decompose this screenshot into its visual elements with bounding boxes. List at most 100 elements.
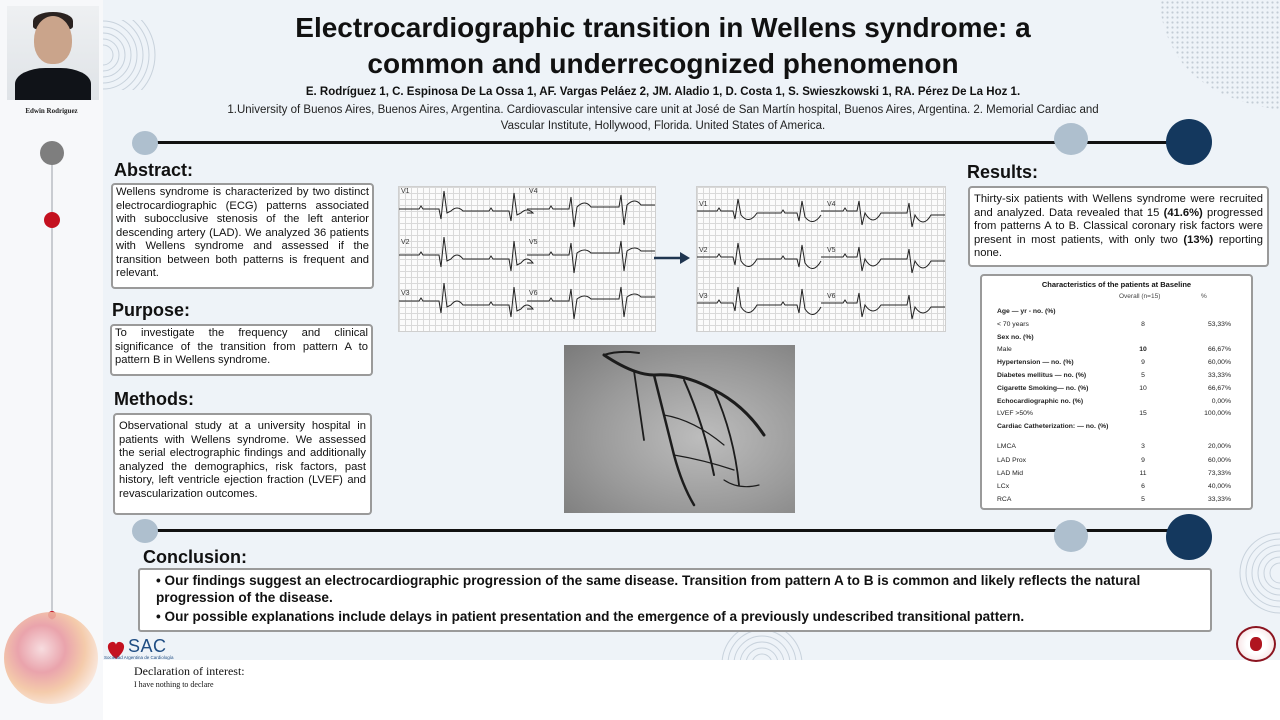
top-divider <box>150 141 1190 144</box>
purpose-box: To investigate the frequency and clinica… <box>110 324 373 376</box>
results-text-2: progressed from patterns A to B. Classic… <box>974 206 1263 246</box>
table-header-overall: Overall (n=15) <box>1119 293 1161 300</box>
results-highlight-1: (41.6%) <box>1163 206 1203 219</box>
decorative-rings-icon-bottom <box>721 632 803 662</box>
angiogram-vessels <box>602 350 766 507</box>
ecg-b-lead: V1 <box>699 201 708 208</box>
table-cell-n: 10 <box>1139 385 1147 392</box>
abstract-heading: Abstract: <box>114 160 194 180</box>
ecg-a-lead: V4 <box>529 188 538 195</box>
table-cell-label: Age — yr - no. (%) <box>997 308 1056 315</box>
presenter-photo <box>7 6 99 100</box>
table-cell-pct: 0,00% <box>1211 398 1231 405</box>
decorative-rings-icon-right <box>1239 532 1280 614</box>
table-cell-label: LMCA <box>997 443 1016 450</box>
poster-authors: E. Rodríguez 1, C. Espinosa De La Ossa 1… <box>305 86 1021 98</box>
sac-heart-logo-icon <box>107 641 125 659</box>
baseline-characteristics-table: Characteristics of the patients at Basel… <box>980 274 1253 510</box>
decorative-rings-icon <box>103 20 156 90</box>
table-cell-label: LCx <box>997 483 1010 490</box>
table-cell-label: LVEF >50% <box>997 410 1033 417</box>
table-cell-label: LAD Prox <box>997 457 1027 464</box>
ecg-a-traces <box>399 190 655 320</box>
decorative-swirl-image <box>4 612 98 704</box>
arrow-right-icon <box>654 252 690 264</box>
photo-head <box>34 16 72 64</box>
ecg-b-lead: V4 <box>827 201 836 208</box>
abstract-box: Wellens syndrome is characterized by two… <box>111 183 374 289</box>
bottom-dot-left <box>132 519 158 543</box>
table-cell-label: Hypertension — no. (%) <box>997 359 1074 366</box>
results-heading: Results: <box>967 162 1039 182</box>
table-cell-pct: 66,67% <box>1207 346 1231 353</box>
results-text-1: Thirty-six patients with Wellens syndrom… <box>974 193 1263 219</box>
table-cell-n: 5 <box>1141 496 1145 503</box>
photo-body <box>15 68 91 100</box>
table-cell-pct: 100,00% <box>1204 410 1231 417</box>
methods-box: Observational study at a university hosp… <box>113 413 372 515</box>
seal-heart-icon <box>1250 637 1262 651</box>
table-cell-label: LAD Mid <box>997 470 1024 477</box>
timeline-dot-red[interactable] <box>44 212 60 228</box>
table-cell-label: < 70 years <box>997 321 1029 328</box>
table-cell-pct: 73,33% <box>1207 470 1231 477</box>
footer-area <box>103 660 1280 720</box>
conclusion-heading: Conclusion: <box>143 547 247 567</box>
conclusion-bullet: • Our possible explanations include dela… <box>156 609 1025 624</box>
institution-seal-icon <box>1236 626 1276 662</box>
table-cell-n: 9 <box>1141 457 1145 464</box>
bottom-divider <box>150 529 1190 532</box>
ecg-b-lead: V3 <box>699 293 708 300</box>
divider-dot-left <box>132 131 158 155</box>
bottom-dot-mid <box>1054 520 1088 552</box>
sidebar-timeline <box>51 150 53 620</box>
results-highlight-2: (13%) <box>1183 233 1214 246</box>
ecg-a-lead: V1 <box>401 188 410 195</box>
table-cell-pct: 53,33% <box>1207 321 1231 328</box>
results-box: Thirty-six patients with Wellens syndrom… <box>968 186 1269 267</box>
purpose-heading: Purpose: <box>112 300 191 320</box>
ecg-b-traces <box>697 198 945 320</box>
ecg-a-lead: V6 <box>529 290 538 297</box>
table-header-percent: % <box>1201 293 1207 300</box>
table-cell-label: Cigarette Smoking— no. (%) <box>997 385 1089 392</box>
table-cell-n: 15 <box>1139 410 1147 417</box>
ecg-pattern-a: V1 V4 V2 V5 V3 V6 <box>398 186 656 332</box>
table-cell-label: Sex no. (%) <box>997 334 1034 341</box>
table-cell-pct: 40,00% <box>1207 483 1231 490</box>
table-cell-label: Male <box>997 346 1012 353</box>
declaration-text: I have nothing to declare <box>134 680 214 689</box>
poster-title: Electrocardiographic transition in Welle… <box>295 12 1031 79</box>
results-text-3: reporting none. <box>974 233 1263 260</box>
presenter-name: Edwin Rodriguez <box>25 107 78 115</box>
table-cell-pct: 66,67% <box>1207 385 1231 392</box>
table-cell-label: Cardiac Catheterization: — no. (%) <box>997 423 1109 430</box>
methods-heading: Methods: <box>114 389 194 409</box>
table-cell-n: 5 <box>1141 372 1145 379</box>
table-cell-label: Echocardiographic no. (%) <box>997 398 1084 405</box>
table-cell-n: 9 <box>1141 359 1145 366</box>
ecg-a-lead: V5 <box>529 239 538 246</box>
decorative-dots-pattern <box>1160 0 1280 110</box>
conclusion-bullet: • Our findings suggest an electrocardiog… <box>156 573 1141 605</box>
coronary-angiogram-image <box>564 345 795 513</box>
timeline-dot-grey[interactable] <box>40 141 64 165</box>
ecg-b-lead: V5 <box>827 247 836 254</box>
ecg-a-lead: V2 <box>401 239 410 246</box>
table-cell-pct: 33,33% <box>1207 372 1231 379</box>
table-cell-pct: 60,00% <box>1207 457 1231 464</box>
sac-logo-text: SAC <box>128 636 167 656</box>
divider-dot-right <box>1166 119 1212 165</box>
conclusion-box: • Our findings suggest an electrocardiog… <box>138 568 1212 632</box>
table-cell-label: Diabetes mellitus — no. (%) <box>997 372 1087 379</box>
table-cell-n: 8 <box>1141 321 1145 328</box>
bottom-dot-right <box>1166 514 1212 560</box>
table-cell-pct: 33,33% <box>1207 496 1231 503</box>
table-cell-label: RCA <box>997 496 1012 503</box>
ecg-b-lead: V2 <box>699 247 708 254</box>
table-cell-n: 6 <box>1141 483 1145 490</box>
declaration-title: Declaration of interest: <box>134 664 245 678</box>
poster-affiliations: 1.University of Buenos Aires, Buenos Air… <box>227 104 1099 132</box>
ecg-b-lead: V6 <box>827 293 836 300</box>
table-cell-n: 11 <box>1139 470 1147 477</box>
